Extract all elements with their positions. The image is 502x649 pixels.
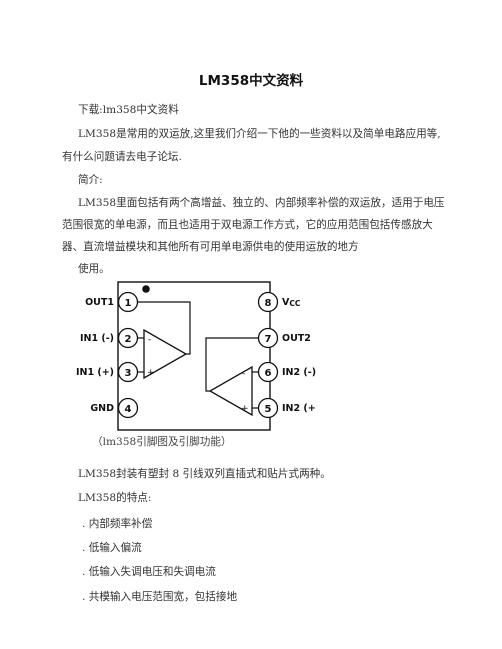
pin-label-in2-minus: IN2 (-) bbox=[282, 367, 316, 378]
diagram-caption: （lm358引脚图及引脚功能） bbox=[92, 436, 232, 448]
pinout-diagram: - + - + 1 2 3 4 8 7 6 5 OUT1 IN1 (-) IN1… bbox=[76, 281, 316, 431]
pin-label-gnd: GND bbox=[90, 403, 114, 414]
summary-heading: 简介: bbox=[78, 174, 103, 186]
pin-label-in1-minus: IN1 (-) bbox=[80, 333, 114, 344]
amp1-feedback bbox=[137, 301, 191, 355]
amp2-minus-sign: - bbox=[242, 369, 245, 379]
pin-label-out2: OUT2 bbox=[282, 333, 311, 344]
summary-line-1: LM358里面包括有两个高增益、独立的、内部频率补偿的双运放，适用于电压 bbox=[78, 197, 445, 209]
download-line: 下载:lm358中文资料 bbox=[78, 104, 179, 116]
pin-4 bbox=[117, 397, 139, 419]
op-amp-1 bbox=[143, 328, 188, 380]
summary-line-4: 使用。 bbox=[78, 263, 110, 275]
intro-line-2: 有什么问题请去电子论坛. bbox=[62, 151, 182, 163]
op-amp-2 bbox=[208, 365, 253, 417]
summary-line-3: 器、直流增益模块和其他所有可用单电源供电的使用运放的地方 bbox=[62, 241, 359, 253]
pin1-marker bbox=[142, 285, 150, 293]
feature-item: . 低输入失调电压和失调电流 bbox=[82, 566, 216, 578]
pin-label-in1-plus: IN1 (+) bbox=[76, 367, 114, 378]
feature-item: . 内部频率补偿 bbox=[82, 518, 153, 530]
feature-item: . 低输入偏流 bbox=[82, 542, 142, 554]
pin-label-out1: OUT1 bbox=[85, 297, 114, 308]
package-line: LM358封装有塑封 8 引线双列直插式和贴片式两种。 bbox=[78, 468, 331, 480]
amp1-minus-sign: - bbox=[148, 335, 151, 345]
pin-number-8: 8 bbox=[265, 298, 272, 309]
pin-number-7: 7 bbox=[265, 334, 272, 345]
pin-number-3: 3 bbox=[125, 368, 132, 379]
chip-outline bbox=[117, 281, 271, 431]
amp2-feedback bbox=[205, 337, 259, 392]
pin-number-2: 2 bbox=[125, 334, 132, 345]
pin-label-in2-plus: IN2 (+) bbox=[282, 403, 316, 414]
amp1-plus-sign: + bbox=[147, 368, 155, 378]
amp2-plus-sign: + bbox=[241, 404, 249, 414]
pin-label-vcc: VCC bbox=[282, 297, 301, 308]
summary-line-2: 范围很宽的单电源，而且也适用于双电源工作方式，它的应用范围包括传感放大 bbox=[62, 219, 433, 231]
pin-number-5: 5 bbox=[265, 404, 272, 415]
intro-line-1: LM358是常用的双运放,这里我们介绍一下他的一些资料以及简单电路应用等, bbox=[78, 128, 441, 140]
pin-8 bbox=[257, 291, 279, 313]
document-title: LM358中文资料 bbox=[198, 73, 304, 89]
pin-number-1: 1 bbox=[125, 298, 132, 309]
features-heading: LM358的特点: bbox=[78, 492, 152, 504]
feature-item: . 共模输入电压范围宽，包括接地 bbox=[82, 591, 238, 603]
pin-number-4: 4 bbox=[125, 404, 132, 415]
pin-number-6: 6 bbox=[265, 368, 272, 379]
